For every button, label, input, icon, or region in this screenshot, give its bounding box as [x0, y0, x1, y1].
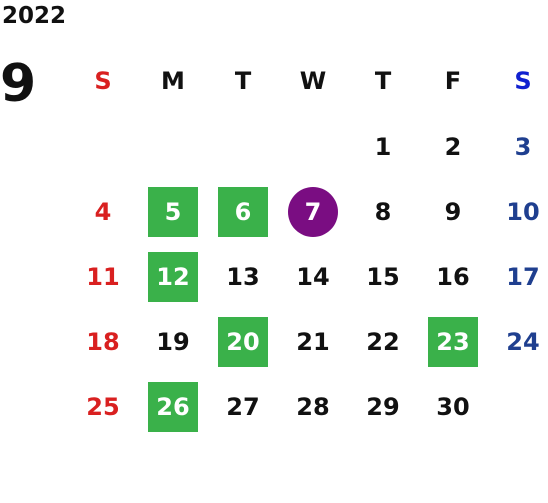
day-cell[interactable]: 4 — [68, 179, 138, 244]
day-cell[interactable]: 21 — [278, 309, 348, 374]
day-number: 27 — [226, 392, 260, 421]
day-number: 11 — [86, 262, 120, 291]
day-number: 13 — [226, 262, 260, 291]
day-number: 28 — [296, 392, 330, 421]
day-number: 23 — [428, 316, 478, 367]
day-cell[interactable]: 7 — [278, 179, 348, 244]
day-number: 14 — [296, 262, 330, 291]
weekday-tuesday: T — [234, 67, 252, 95]
empty-day-cell — [138, 114, 208, 179]
day-number: 18 — [86, 327, 120, 356]
day-number — [218, 122, 268, 172]
weekday-monday: M — [161, 67, 185, 95]
day-number: 12 — [148, 251, 198, 302]
day-cell[interactable]: 9 — [418, 179, 488, 244]
day-cell[interactable]: 14 — [278, 244, 348, 309]
weekday-thursday: T — [374, 67, 392, 95]
empty-day-cell — [68, 114, 138, 179]
day-cell[interactable]: 5 — [138, 179, 208, 244]
day-cell[interactable]: 16 — [418, 244, 488, 309]
month-label: 9 — [0, 54, 37, 114]
day-number: 26 — [148, 381, 198, 432]
day-cell[interactable]: 27 — [208, 374, 278, 439]
day-cell[interactable]: 10 — [488, 179, 548, 244]
day-number: 30 — [436, 392, 470, 421]
weekday-saturday: S — [514, 67, 532, 95]
day-cell[interactable]: 19 — [138, 309, 208, 374]
day-cell[interactable]: 2 — [418, 114, 488, 179]
day-cell[interactable]: 6 — [208, 179, 278, 244]
day-number: 2 — [444, 132, 462, 161]
week-row: 11 12 13 14 15 16 17 — [68, 244, 548, 309]
day-number: 3 — [514, 132, 532, 161]
day-number: 29 — [366, 392, 400, 421]
day-number — [78, 122, 128, 172]
day-number: 21 — [296, 327, 330, 356]
day-cell[interactable]: 25 — [68, 374, 138, 439]
day-cell[interactable]: 3 — [488, 114, 548, 179]
day-number: 15 — [366, 262, 400, 291]
day-number: 16 — [436, 262, 470, 291]
day-cell[interactable]: 29 — [348, 374, 418, 439]
day-number: 20 — [218, 316, 268, 367]
week-row: 1 2 3 — [68, 114, 548, 179]
day-cell[interactable]: 1 — [348, 114, 418, 179]
day-number: 6 — [218, 186, 268, 237]
day-cell[interactable]: 12 — [138, 244, 208, 309]
day-cell[interactable]: 20 — [208, 309, 278, 374]
day-number: 9 — [444, 197, 462, 226]
day-cell[interactable]: 30 — [418, 374, 488, 439]
day-number: 17 — [506, 262, 540, 291]
day-number: 10 — [506, 197, 540, 226]
day-cell[interactable]: 11 — [68, 244, 138, 309]
day-cell[interactable]: 28 — [278, 374, 348, 439]
empty-day-cell — [278, 114, 348, 179]
day-cell[interactable]: 18 — [68, 309, 138, 374]
day-cell[interactable]: 17 — [488, 244, 548, 309]
empty-day-cell — [488, 374, 548, 439]
day-cell[interactable]: 26 — [138, 374, 208, 439]
day-cell[interactable]: 23 — [418, 309, 488, 374]
day-number: 22 — [366, 327, 400, 356]
week-row: 25 26 27 28 29 30 — [68, 374, 548, 439]
weekday-sunday: S — [94, 67, 112, 95]
empty-day-cell — [208, 114, 278, 179]
day-number: 19 — [156, 327, 190, 356]
weekday-wednesday: W — [299, 67, 327, 95]
day-number: 24 — [506, 327, 540, 356]
day-cell[interactable]: 8 — [348, 179, 418, 244]
day-number — [498, 382, 548, 432]
weekday-header: S M T W T F S — [68, 48, 548, 114]
day-number: 8 — [374, 197, 392, 226]
day-number — [288, 122, 338, 172]
day-number: 1 — [374, 132, 392, 161]
day-cell[interactable]: 13 — [208, 244, 278, 309]
day-number: 7 — [288, 186, 338, 237]
day-number: 25 — [86, 392, 120, 421]
day-number — [148, 122, 198, 172]
weekday-friday: F — [444, 67, 462, 95]
day-cell[interactable]: 22 — [348, 309, 418, 374]
day-number: 4 — [94, 197, 112, 226]
day-cell[interactable]: 24 — [488, 309, 548, 374]
year-label: 2022 — [2, 3, 67, 29]
day-cell[interactable]: 15 — [348, 244, 418, 309]
week-row: 18 19 20 21 22 23 24 — [68, 309, 548, 374]
day-number: 5 — [148, 186, 198, 237]
